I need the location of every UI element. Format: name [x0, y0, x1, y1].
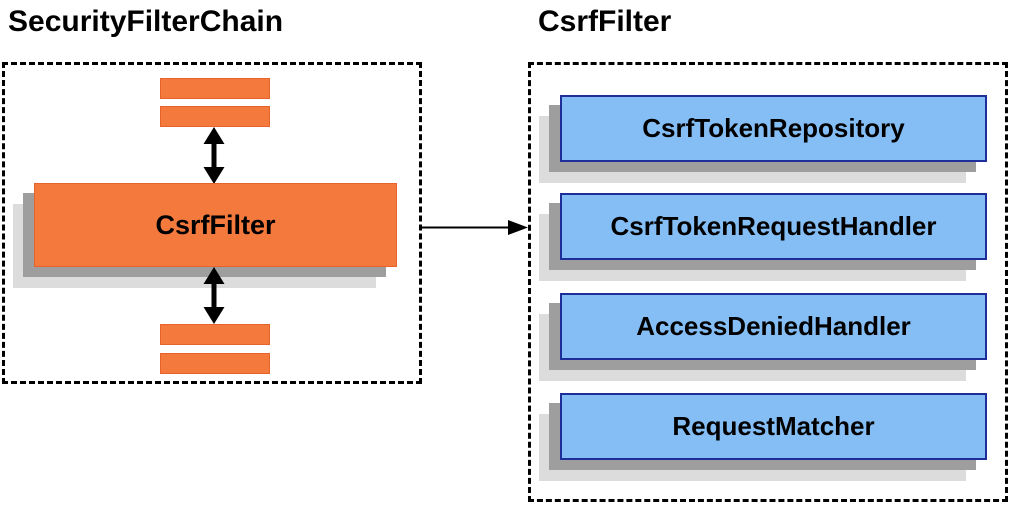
component-label: CsrfTokenRequestHandler: [610, 211, 937, 241]
csrf-filter-box-label: CsrfFilter: [155, 209, 276, 240]
csrf-filter-container: [528, 62, 1008, 502]
component-label: RequestMatcher: [672, 411, 875, 441]
csrf-filter-title: CsrfFilter: [538, 5, 672, 38]
component-label: CsrfTokenRepository: [642, 113, 905, 143]
bidirectional-arrow-icon: [202, 127, 226, 184]
flow-arrow-icon: [422, 219, 528, 236]
filter-placeholder-bar: [160, 324, 270, 345]
component-box-request-matcher: RequestMatcher: [560, 393, 987, 460]
filter-placeholder-bar: [160, 106, 270, 127]
security-filter-chain-container: [2, 62, 422, 384]
component-label: AccessDeniedHandler: [636, 311, 911, 341]
component-box-csrf-token-request-handler: CsrfTokenRequestHandler: [560, 193, 987, 260]
bidirectional-arrow-icon: [202, 267, 226, 324]
filter-placeholder-bar: [160, 353, 270, 374]
csrf-filter-box: CsrfFilter: [34, 183, 397, 267]
component-box-csrf-token-repository: CsrfTokenRepository: [560, 95, 987, 162]
filter-placeholder-bar: [160, 78, 270, 99]
component-box-access-denied-handler: AccessDeniedHandler: [560, 293, 987, 360]
security-filter-chain-title: SecurityFilterChain: [8, 5, 284, 38]
